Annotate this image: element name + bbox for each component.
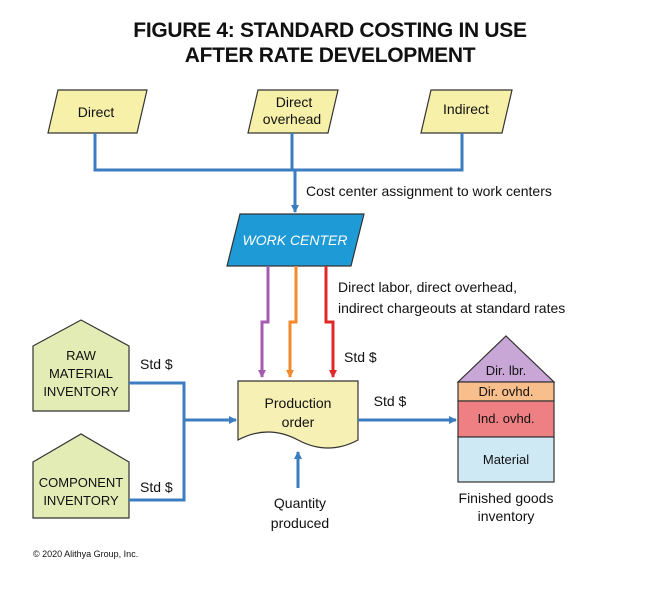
- layer-dir-ovhd-label: Dir. ovhd.: [479, 384, 534, 399]
- input-join-line: [93, 133, 464, 172]
- production-order-line2: order: [282, 414, 315, 430]
- direct-overhead-arrow: [286, 266, 298, 378]
- direct-overhead-input-node: Direct overhead: [247, 89, 339, 134]
- chargeout-std-label: Std $: [344, 349, 377, 365]
- indirect-chargeout-arrow: [324, 266, 337, 378]
- direct-overhead-label-line1: Direct: [276, 94, 313, 110]
- work-center-node: WORK CENTER: [226, 213, 365, 267]
- raw-std-label: Std $: [140, 356, 173, 372]
- layer-material: [457, 436, 555, 483]
- figure-title: FIGURE 4: STANDARD COSTING IN USE AFTER …: [0, 18, 660, 68]
- raw-material-line1: RAW: [66, 348, 97, 363]
- chargeout-label-line1: Direct labor, direct overhead,: [338, 279, 517, 295]
- raw-material-line2: MATERIAL: [49, 366, 113, 381]
- figure-title-line1: FIGURE 4: STANDARD COSTING IN USE: [133, 19, 527, 42]
- component-line2: INVENTORY: [43, 493, 119, 508]
- inventory-connectors: [129, 381, 237, 502]
- direct-labor-arrow: [258, 266, 270, 378]
- copyright-notice: © 2020 Alithya Group, Inc.: [33, 549, 138, 559]
- work-center-label: WORK CENTER: [243, 232, 348, 248]
- direct-input-node: Direct: [47, 89, 148, 134]
- figure-title-line2: AFTER RATE DEVELOPMENT: [184, 44, 476, 67]
- component-line1: COMPONENT: [39, 475, 124, 490]
- input-connectors: [93, 133, 464, 213]
- quantity-line2: produced: [271, 515, 329, 531]
- raw-material-inventory-node: RAW MATERIAL INVENTORY: [32, 319, 130, 412]
- layer-dir-lbr-label: Dir. lbr.: [486, 363, 526, 378]
- finished-goods-caption-line2: inventory: [478, 508, 535, 524]
- direct-input-label: Direct: [78, 104, 115, 120]
- component-inventory-node: COMPONENT INVENTORY: [32, 433, 130, 519]
- component-std-label: Std $: [140, 479, 173, 495]
- raw-material-line3: INVENTORY: [43, 384, 119, 399]
- indirect-input-node: Indirect: [420, 89, 513, 134]
- layer-ind-ovhd: [457, 400, 555, 438]
- layer-material-label: Material: [483, 452, 529, 467]
- production-order-node: Production order: [237, 380, 359, 449]
- inventory-join-line: [129, 381, 186, 502]
- direct-overhead-label-line2: overhead: [263, 111, 321, 127]
- quantity-line1: Quantity: [274, 495, 326, 511]
- layer-ind-ovhd-label: Ind. ovhd.: [477, 411, 534, 426]
- production-order-line1: Production: [265, 395, 332, 411]
- indirect-input-label: Indirect: [443, 101, 489, 117]
- finished-goods-inventory-node: Dir. lbr. Dir. ovhd. Ind. ovhd. Material: [456, 335, 556, 483]
- finished-goods-caption-line1: Finished goods: [459, 490, 554, 506]
- chargeout-label-line2: indirect chargeouts at standard rates: [338, 300, 565, 316]
- output-std-label: Std $: [374, 393, 407, 409]
- assignment-label: Cost center assignment to work centers: [306, 183, 552, 199]
